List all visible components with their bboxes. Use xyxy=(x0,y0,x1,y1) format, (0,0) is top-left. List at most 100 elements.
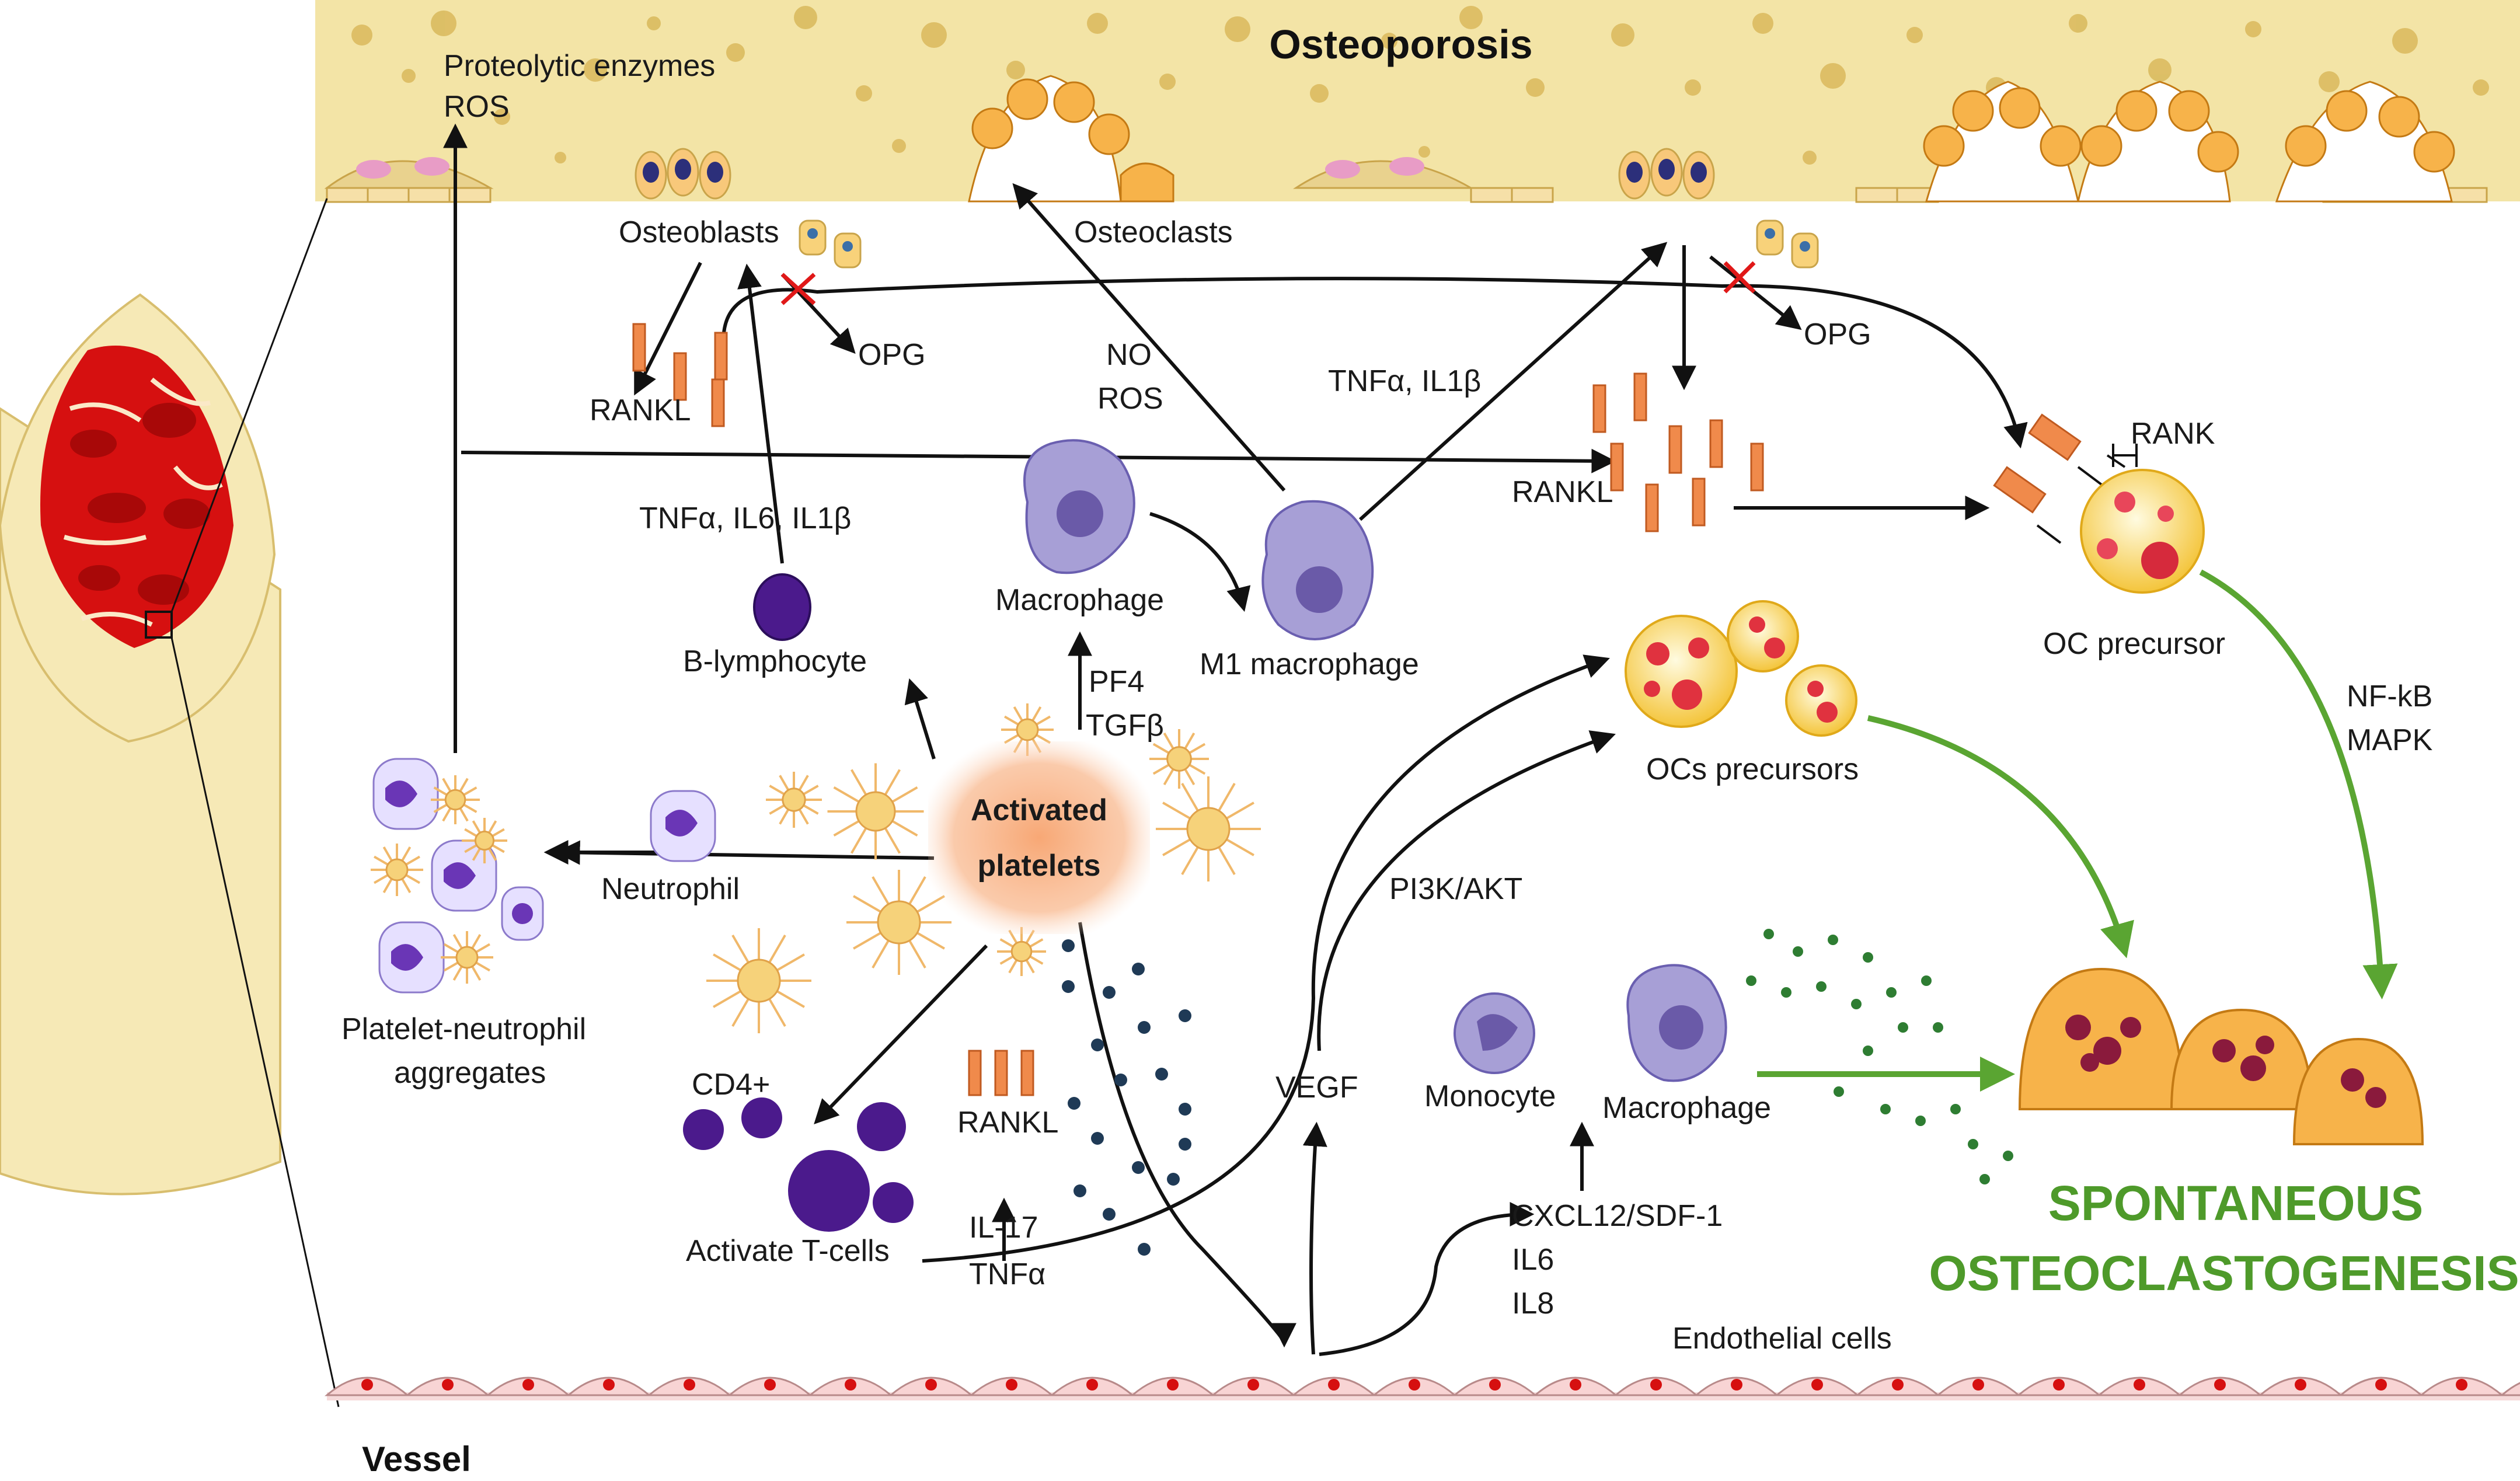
label-nfkb: NF-kB xyxy=(2347,679,2432,713)
endothelial-nucleus xyxy=(1247,1379,1259,1391)
label-ocs-precursors: OCs precursors xyxy=(1646,752,1859,786)
arrows xyxy=(443,123,2028,1356)
inhibition-marks xyxy=(780,261,1756,305)
platelet xyxy=(706,928,811,1033)
label-tgfb: TGFβ xyxy=(1086,709,1164,743)
endothelial-nucleus xyxy=(1167,1379,1179,1391)
endothelial-nucleus xyxy=(1892,1379,1904,1391)
platelet xyxy=(766,772,822,828)
endothelial-nucleus xyxy=(2375,1379,2387,1391)
activated-platelets-box xyxy=(928,741,1150,934)
platelet xyxy=(827,763,924,860)
label-vegf: VEGF xyxy=(1275,1071,1358,1104)
bone-matrix xyxy=(315,0,2520,269)
endothelial-nucleus xyxy=(2053,1379,2065,1391)
endothelial-nucleus xyxy=(1086,1379,1098,1391)
label-endothelial-cells: Endothelial cells xyxy=(1672,1322,1892,1355)
label-rankl-left: RANKL xyxy=(590,393,691,427)
endothelial-nucleus xyxy=(522,1379,534,1391)
label-pf4: PF4 xyxy=(1089,665,1144,699)
title: Osteoporosis xyxy=(1269,22,1532,67)
endothelial-nucleus xyxy=(1570,1379,1581,1391)
endothelial-nucleus xyxy=(1328,1379,1340,1391)
label-macrophage-low: Macrophage xyxy=(1602,1091,1771,1125)
label-activate-tcells: Activate T-cells xyxy=(686,1234,890,1268)
endothelial-nucleus xyxy=(361,1379,373,1391)
endothelial-nucleus xyxy=(684,1379,695,1391)
label-proteolytic-enzymes: Proteolytic enzymes xyxy=(444,49,715,83)
labels: Proteolytic enzymes ROS Osteoblasts Oste… xyxy=(341,49,2519,1479)
label-platelet-neutrophil: Platelet-neutrophil xyxy=(341,1012,586,1046)
navy-dots xyxy=(1062,939,1191,1256)
green-arrows xyxy=(1757,569,2398,1092)
endothelial-nucleus xyxy=(1811,1379,1823,1391)
platelet xyxy=(462,818,507,863)
platelet xyxy=(1149,729,1209,789)
label-tnfa-il6-il1b: TNFα, IL6, IL1β xyxy=(639,501,851,535)
endothelial-nucleus xyxy=(845,1379,856,1391)
endothelial-nucleus xyxy=(925,1379,937,1391)
label-ros-top: ROS xyxy=(444,90,510,124)
label-cd4: CD4+ xyxy=(692,1068,770,1102)
label-il8: IL8 xyxy=(1512,1287,1554,1320)
endothelial-nucleus xyxy=(1489,1379,1501,1391)
bone-cross-section xyxy=(0,198,340,1407)
mature-osteoclasts xyxy=(2018,967,2424,1145)
label-monocyte: Monocyte xyxy=(1424,1079,1556,1113)
platelet xyxy=(441,931,493,984)
label-neutrophil: Neutrophil xyxy=(601,872,740,906)
label-il6: IL6 xyxy=(1512,1243,1554,1277)
label-oc-precursor: OC precursor xyxy=(2043,627,2225,661)
label-rank: RANK xyxy=(2131,417,2215,451)
platelet xyxy=(997,927,1046,976)
label-activated: Activated xyxy=(971,793,1107,827)
platelets xyxy=(371,703,1261,1033)
label-osteoclastogenesis: OSTEOCLASTOGENESIS xyxy=(1929,1246,2519,1301)
oc-nuclei xyxy=(2065,1015,2386,1108)
label-osteoblasts: Osteoblasts xyxy=(619,215,779,249)
endothelial-nucleus xyxy=(1650,1379,1662,1391)
endothelial-nucleus xyxy=(764,1379,776,1391)
neutrophils xyxy=(372,758,716,994)
label-vessel: Vessel xyxy=(362,1440,471,1478)
label-osteoclasts: Osteoclasts xyxy=(1074,215,1233,249)
label-spontaneous: SPONTANEOUS xyxy=(2048,1176,2424,1231)
label-opg-right: OPG xyxy=(1804,318,1871,351)
endothelial-nucleus xyxy=(603,1379,615,1391)
green-dots xyxy=(1746,929,2013,1184)
label-aggregates: aggregates xyxy=(394,1056,546,1090)
label-ros-mid: ROS xyxy=(1097,382,1163,416)
endothelial-nucleus xyxy=(442,1379,454,1391)
endothelial-nucleus xyxy=(1409,1379,1420,1391)
rankl-bars xyxy=(632,323,1764,1096)
ocs-precursors-cluster xyxy=(1625,600,1857,737)
label-cxcl12: CXCL12/SDF-1 xyxy=(1512,1199,1723,1233)
label-mapk: MAPK xyxy=(2347,723,2433,757)
label-opg-left: OPG xyxy=(858,338,926,372)
endothelial-nucleus xyxy=(2295,1379,2306,1391)
label-pi3k-akt: PI3K/AKT xyxy=(1389,872,1522,906)
label-platelets: platelets xyxy=(978,849,1101,883)
endothelial-nucleus xyxy=(1006,1379,1017,1391)
endothelial-nucleus xyxy=(2214,1379,2226,1391)
label-rankl-mid: RANKL xyxy=(1512,475,1613,509)
label-rankl-low: RANKL xyxy=(957,1106,1058,1140)
label-macrophage-top: Macrophage xyxy=(995,583,1164,617)
platelet xyxy=(1156,776,1261,881)
vessel-endothelium xyxy=(324,1377,2520,1400)
label-b-lymphocyte: B-lymphocyte xyxy=(683,644,867,678)
label-no: NO xyxy=(1106,338,1152,372)
endothelial-nucleus xyxy=(2134,1379,2145,1391)
endothelial-nucleus xyxy=(2456,1379,2467,1391)
label-tnfa-il1b: TNFα, IL1β xyxy=(1328,364,1481,398)
label-tnfa: TNFα xyxy=(969,1257,1045,1291)
oc-precursor xyxy=(1993,413,2205,594)
endothelial-cell xyxy=(2499,1382,2520,1396)
endothelial-nucleus xyxy=(1972,1379,1984,1391)
b-lymphocyte-cell xyxy=(753,573,811,641)
platelet xyxy=(371,844,423,896)
label-m1-macrophage: M1 macrophage xyxy=(1200,647,1419,681)
macrophages xyxy=(1023,439,1727,1082)
